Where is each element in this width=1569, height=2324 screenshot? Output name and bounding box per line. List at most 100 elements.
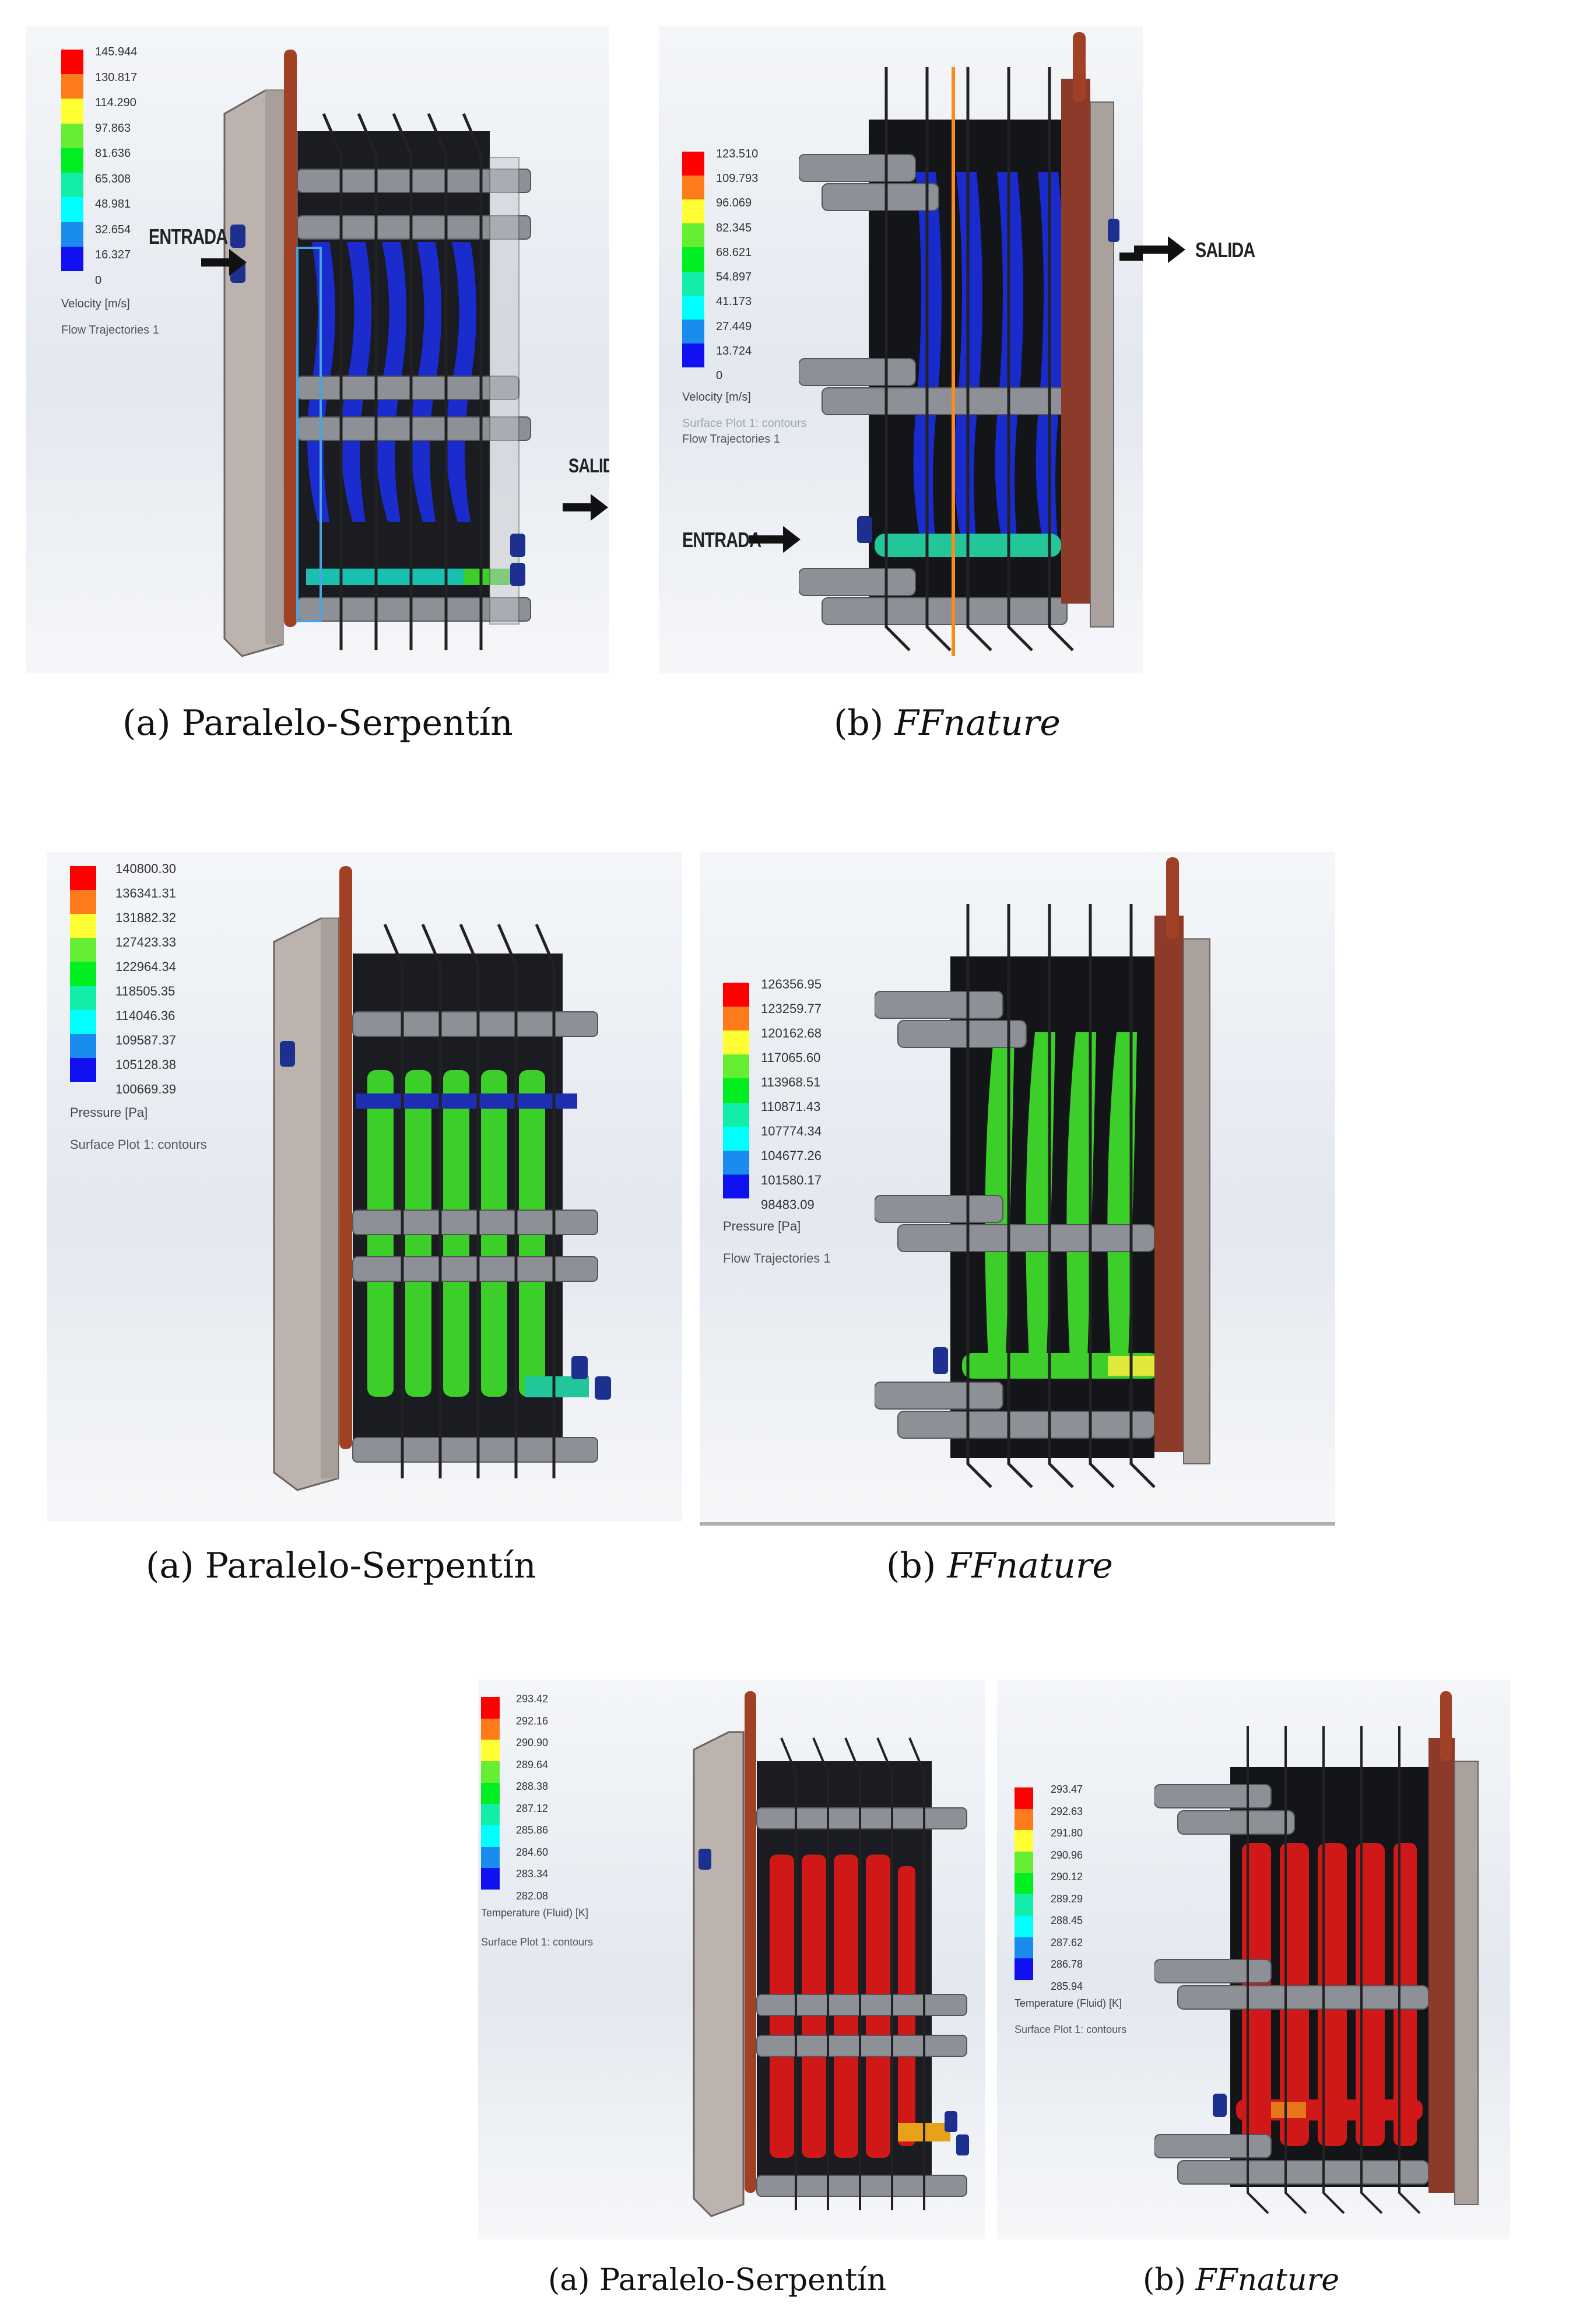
caption-text: Paralelo-Serpentín xyxy=(181,703,513,744)
legend-title: Pressure [Pa] xyxy=(70,1105,148,1120)
tick-label: 13.724 xyxy=(716,344,752,357)
caption-label: (a) xyxy=(146,1545,194,1586)
tick-label: 126356.95 xyxy=(761,977,822,991)
colorbar-ticks: 140800.30 136341.31 131882.32 127423.33 … xyxy=(115,863,176,1096)
legend-title: Velocity [m/s] xyxy=(682,391,751,404)
colorbar xyxy=(1015,1787,1033,1981)
legend-subtitle: Flow Trajectories 1 xyxy=(723,1251,831,1266)
colorbar-ticks: 123.510 109.793 96.069 82.345 68.621 54.… xyxy=(716,148,758,381)
tick-label: 136341.31 xyxy=(115,886,176,900)
tick-label: 117065.60 xyxy=(761,1050,821,1065)
pressure-panel-paralelo-serpentin: 140800.30 136341.31 131882.32 127423.33 … xyxy=(47,851,682,1522)
tick-label: 113968.51 xyxy=(761,1075,821,1089)
tick-label: 292.63 xyxy=(1051,1805,1083,1817)
tick-label: 130.817 xyxy=(95,71,138,84)
tick-label: 109.793 xyxy=(716,172,759,185)
colorbar-ticks: 145.944 130.817 114.290 97.863 81.636 65… xyxy=(95,46,137,286)
caption-temperature-b: (b) FFnature xyxy=(1143,2263,1339,2298)
caption-label: (b) xyxy=(886,1545,936,1586)
tick-label: 282.08 xyxy=(516,1890,549,1902)
heat-exchanger-render xyxy=(799,32,1119,656)
tick-label: 123259.77 xyxy=(761,1001,822,1016)
tick-label: 289.64 xyxy=(516,1758,549,1771)
legend-subtitle: Surface Plot 1: contours xyxy=(70,1137,207,1152)
colorbar xyxy=(682,152,704,367)
tick-label: 145.944 xyxy=(95,45,138,58)
colorbar-ticks: 293.47 292.63 291.80 290.96 290.12 289.2… xyxy=(1051,1784,1083,1992)
outlet-arrow-icon-ffnature xyxy=(1134,236,1185,263)
colorbar xyxy=(61,50,83,271)
heat-exchanger-render xyxy=(273,866,611,1491)
tick-label: 285.94 xyxy=(1051,1980,1083,1992)
inlet-label: ENTRADA xyxy=(149,225,228,248)
inlet-arrow-icon xyxy=(201,249,247,276)
tick-label: 16.327 xyxy=(95,248,131,262)
inlet-arrow-icon xyxy=(749,526,801,553)
caption-text: FFnature xyxy=(894,703,1061,744)
outlet-label-ffnature: SALIDA xyxy=(1195,238,1255,262)
legend-subtitle: Flow Trajectories 1 xyxy=(61,324,159,336)
caption-velocity-a: (a) Paralelo-Serpentín xyxy=(122,703,513,744)
caption-pressure-a: (a) Paralelo-Serpentín xyxy=(146,1545,536,1586)
caption-text: Paralelo-Serpentín xyxy=(205,1545,536,1586)
heat-exchanger-render xyxy=(875,857,1210,1488)
tick-label: 68.621 xyxy=(716,246,752,259)
outlet-arrow-icon xyxy=(1119,253,1143,261)
tick-label: 114046.36 xyxy=(115,1008,175,1023)
caption-pressure-b: (b) FFnature xyxy=(886,1545,1113,1586)
caption-label: (b) xyxy=(834,703,884,744)
tick-label: 285.86 xyxy=(516,1824,549,1836)
legend-title: Pressure [Pa] xyxy=(723,1219,801,1233)
tick-label: 65.308 xyxy=(95,172,131,185)
colorbar-ticks: 293.42 292.16 290.90 289.64 288.38 287.1… xyxy=(516,1694,548,1901)
colorbar xyxy=(481,1697,500,1890)
tick-label: 0 xyxy=(716,369,723,382)
legend-subtitle: Flow Trajectories 1 xyxy=(682,433,780,446)
tick-label: 98483.09 xyxy=(761,1197,815,1212)
tick-label: 104677.26 xyxy=(761,1148,822,1163)
tick-label: 290.90 xyxy=(516,1737,549,1749)
velocity-panel-ffnature: 123.510 109.793 96.069 82.345 68.621 54.… xyxy=(659,26,1143,674)
tick-label: 109587.37 xyxy=(115,1033,176,1047)
pressure-panel-ffnature: 126356.95 123259.77 120162.68 117065.60 … xyxy=(700,851,1335,1526)
tick-label: 283.34 xyxy=(516,1868,549,1880)
caption-velocity-b: (b) FFnature xyxy=(834,703,1061,744)
heat-exchanger-render xyxy=(1154,1691,1479,2214)
heat-exchanger-render xyxy=(223,50,531,657)
outlet-label: SALIDA xyxy=(568,455,609,477)
caption-label: (a) xyxy=(548,2263,590,2298)
legend-title: Velocity [m/s] xyxy=(61,297,130,310)
legend-title: Temperature (Fluid) [K] xyxy=(1015,1997,1122,2009)
tick-label: 140800.30 xyxy=(115,861,176,876)
caption-label: (b) xyxy=(1143,2263,1186,2298)
tick-label: 287.62 xyxy=(1051,1936,1083,1948)
colorbar xyxy=(723,983,749,1198)
tick-label: 286.78 xyxy=(1051,1958,1083,1971)
inlet-label: ENTRADA xyxy=(682,528,761,552)
tick-label: 127423.33 xyxy=(115,935,176,949)
tick-label: 123.510 xyxy=(716,148,759,160)
tick-label: 54.897 xyxy=(716,271,752,284)
tick-label: 284.60 xyxy=(516,1846,549,1858)
tick-label: 100669.39 xyxy=(115,1082,176,1096)
tick-label: 97.863 xyxy=(95,121,131,135)
heat-exchanger-render xyxy=(693,1691,969,2217)
tick-label: 107774.34 xyxy=(761,1124,822,1138)
colorbar xyxy=(70,866,96,1082)
temperature-panel-ffnature: 293.47 292.63 291.80 290.96 290.12 289.2… xyxy=(997,1680,1510,2239)
legend-subtitle: Surface Plot 1: contours xyxy=(481,1936,594,1948)
tick-label: 131882.32 xyxy=(115,910,176,925)
tick-label: 81.636 xyxy=(95,147,131,160)
legend-title: Temperature (Fluid) [K] xyxy=(481,1907,589,1919)
tick-label: 287.12 xyxy=(516,1802,549,1814)
tick-label: 289.29 xyxy=(1051,1892,1083,1905)
temperature-panel-paralelo-serpentin: 293.42 292.16 290.90 289.64 288.38 287.1… xyxy=(478,1680,985,2239)
tick-label: 293.42 xyxy=(516,1693,549,1705)
tick-label: 122964.34 xyxy=(115,959,176,974)
tick-label: 290.12 xyxy=(1051,1871,1083,1883)
colorbar-ticks: 126356.95 123259.77 120162.68 117065.60 … xyxy=(761,978,822,1211)
tick-label: 288.45 xyxy=(1051,1915,1083,1927)
legend-subtitle: Surface Plot 1: contours xyxy=(682,417,807,430)
tick-label: 290.96 xyxy=(1051,1849,1083,1861)
tick-label: 101580.17 xyxy=(761,1173,822,1187)
